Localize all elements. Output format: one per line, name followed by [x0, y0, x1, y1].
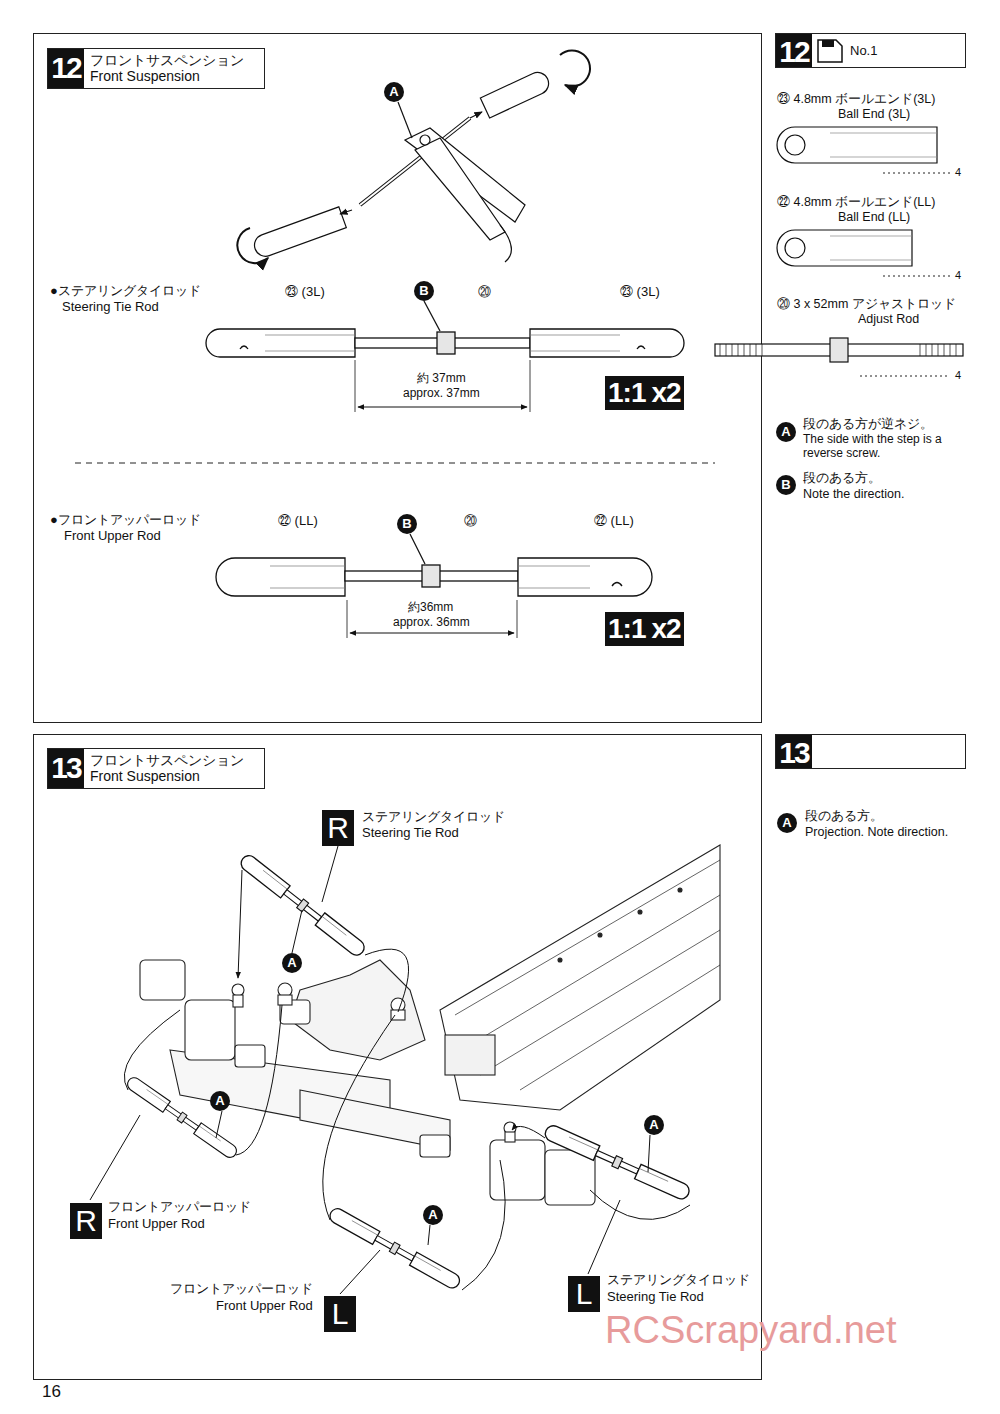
label-text: ●ステアリングタイロッド — [50, 283, 201, 299]
panel-frames — [34, 34, 951, 1380]
scale-badge: 1:1 — [605, 376, 648, 410]
label-text: ㉒ (LL) — [594, 513, 634, 529]
callout-letter: B — [414, 281, 434, 301]
step-number: 13 — [48, 749, 84, 788]
label-text: Steering Tie Rod — [607, 1289, 704, 1305]
label-text: Ball End (3L) — [838, 107, 910, 122]
quantity-badge: x2 — [648, 376, 684, 410]
node-text: A — [282, 953, 302, 973]
callout-letter: A — [384, 82, 404, 102]
label-text: 4 — [955, 269, 961, 282]
node-text: L — [568, 1276, 600, 1312]
note-letter: A — [777, 813, 797, 833]
callout-letter: A — [282, 953, 302, 973]
node-text: B — [397, 514, 417, 534]
callout-letter: A — [210, 1091, 230, 1111]
label-text: ⑳ — [478, 284, 491, 300]
step-number: 13 — [776, 735, 812, 768]
node-text: R — [322, 810, 354, 846]
label-text: ●フロントアッパーロッド — [50, 512, 201, 528]
label-text: ⑳ — [464, 513, 477, 529]
side-badge: L — [324, 1296, 356, 1332]
watermark: RCScrapyard.net — [605, 1308, 896, 1354]
label-text: ステアリングタイロッド — [607, 1272, 750, 1288]
label-text: Steering Tie Rod — [362, 825, 459, 841]
label-text: 段のある方。 — [803, 471, 881, 486]
label-text: 段のある方。 — [805, 809, 883, 824]
label-text: approx. 37mm — [403, 386, 480, 400]
label-text: ㉒ (LL) — [278, 513, 318, 529]
scale-badge: 1:1 — [605, 612, 648, 646]
steering-tie-rod — [206, 301, 684, 412]
node-text: L — [324, 1296, 356, 1332]
node-text: A — [384, 82, 404, 102]
front-upper-rod — [216, 534, 652, 638]
label-text: Projection. Note direction. — [805, 825, 948, 840]
step-title: フロントサスペンション Front Suspension — [90, 749, 255, 784]
node-text: No.1 — [850, 43, 877, 58]
node-text: A — [776, 422, 796, 442]
label-text: ㉓ 4.8mm ボールエンド(3L) — [777, 92, 935, 107]
step-header: 12フロントサスペンション Front Suspension — [47, 48, 265, 89]
label-text: フロントアッパーロッド — [170, 1281, 313, 1297]
node-text: B — [776, 475, 796, 495]
note-letter: A — [776, 422, 796, 442]
step-number: 12 — [48, 49, 84, 88]
note-letter: B — [776, 475, 796, 495]
node-text: A — [777, 813, 797, 833]
side-badge: R — [70, 1203, 102, 1239]
tie-rods-step13 — [125, 853, 692, 1291]
label-text: Steering Tie Rod — [62, 299, 159, 315]
label-text: Front Upper Rod — [64, 528, 161, 544]
step-side-header: 13 — [775, 734, 966, 769]
step-header: 13フロントサスペンション Front Suspension — [47, 748, 265, 789]
leader-lines — [90, 846, 690, 1294]
side-badge: R — [322, 810, 354, 846]
quantity-badge: x2 — [648, 612, 684, 646]
part-images — [715, 127, 963, 362]
label-text: 4 — [955, 166, 961, 179]
node-text: A — [210, 1091, 230, 1111]
label-text: Adjust Rod — [858, 312, 919, 327]
label-text: Ball End (LL) — [838, 210, 910, 225]
label-text: 段のある方が逆ネジ。 — [803, 417, 933, 432]
node-text: R — [70, 1203, 102, 1239]
label-text: 4 — [955, 369, 961, 382]
callout-letter: A — [423, 1205, 443, 1225]
label-text: The side with the step is a reverse scre… — [803, 432, 963, 461]
disk-icon — [818, 40, 842, 62]
side-badge: L — [568, 1276, 600, 1312]
node-text: 1:1 — [608, 376, 645, 410]
node-text: 1:1 — [608, 612, 645, 646]
label-text: ㉓ (3L) — [620, 284, 660, 300]
step-side-header: 12 No.1 — [775, 33, 966, 68]
callout-letter: B — [397, 514, 417, 534]
node-text: B — [414, 281, 434, 301]
label-text: approx. 36mm — [393, 615, 470, 629]
label-text: ㉓ (3L) — [285, 284, 325, 300]
node-text: A — [423, 1205, 443, 1225]
label-text: Front Upper Rod — [216, 1298, 313, 1314]
label-text: ⑳ 3 x 52mm アジャストロッド — [777, 297, 956, 312]
label-text: ㉒ 4.8mm ボールエンド(LL) — [777, 195, 935, 210]
label-text: ステアリングタイロッド — [362, 809, 505, 825]
step-title: フロントサスペンション Front Suspension — [90, 49, 255, 84]
label-text: 16 — [42, 1382, 61, 1402]
label-text: フロントアッパーロッド — [108, 1199, 251, 1215]
callout-letter: A — [644, 1115, 664, 1135]
node-text: A — [644, 1115, 664, 1135]
label-text: 約 37mm — [417, 371, 466, 385]
node-text: x2 — [651, 612, 681, 646]
step-number: 12 — [776, 34, 812, 67]
label-text: Note the direction. — [803, 487, 904, 502]
node-text: x2 — [651, 376, 681, 410]
label-text: 約36mm — [408, 600, 453, 614]
label-text: Front Upper Rod — [108, 1216, 205, 1232]
pliers-illustration — [237, 50, 590, 263]
